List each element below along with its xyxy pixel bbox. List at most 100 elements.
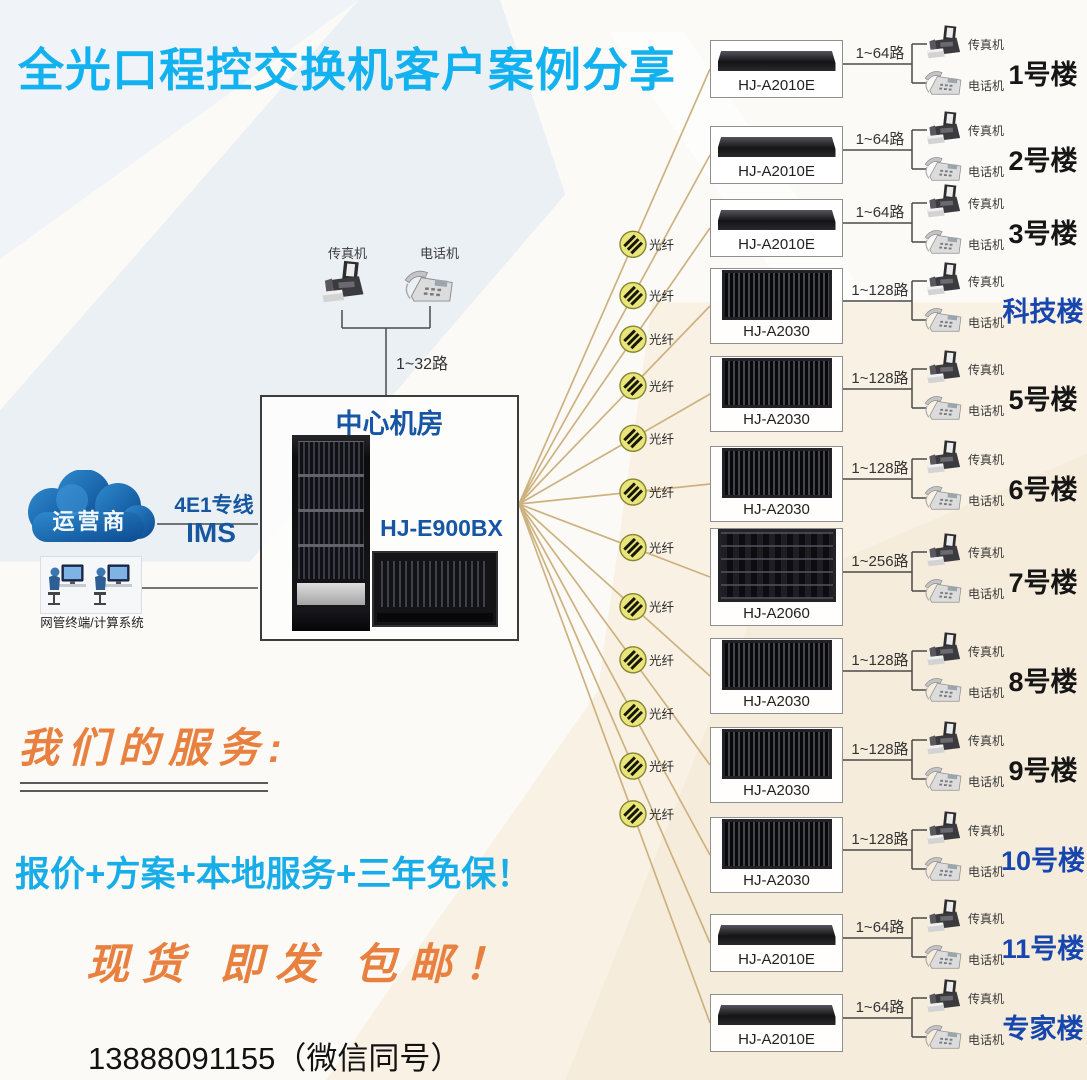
building-label: 11号楼 <box>1001 934 1085 964</box>
phone-icon <box>923 481 965 513</box>
device-box: HJ-A2010E <box>710 199 843 257</box>
fax-label: 传真机 <box>968 453 1005 467</box>
fax-label: 传真机 <box>968 824 1005 838</box>
pbx-device-image <box>717 137 836 157</box>
fiber-connector-icon: 光纤 <box>619 281 675 310</box>
device-model-label: HJ-A2030 <box>743 323 810 340</box>
building-label: 5号楼 <box>1008 385 1078 415</box>
fax-icon <box>922 262 964 298</box>
fiber-label: 光纤 <box>649 708 675 722</box>
terminal-label: 网管终端/计算系统 <box>40 616 144 630</box>
phone-icon <box>923 574 965 606</box>
device-box: HJ-A2010E <box>710 126 843 184</box>
fiber-label: 光纤 <box>649 601 675 615</box>
fiber-label: 光纤 <box>649 380 675 394</box>
fiber-label: 光纤 <box>649 290 675 304</box>
fiber-connector-icon: 光纤 <box>619 372 675 400</box>
building-row: HJ-A2030 1~128路 传真机 电话机 10号楼 <box>710 806 1087 904</box>
pbx-device-image <box>721 729 832 779</box>
fax-label: 传真机 <box>968 197 1005 211</box>
capacity-label: 1~256路 <box>851 553 909 570</box>
device-box: HJ-A2010E <box>710 40 843 98</box>
device-box: HJ-A2030 <box>710 446 843 522</box>
fax-label: 传真机 <box>968 992 1005 1006</box>
contact-phone: 13888091155（微信同号） <box>88 1041 462 1076</box>
capacity-label: 1~128路 <box>851 831 909 848</box>
building-row: HJ-A2030 1~128路 传真机 电话机 9号楼 <box>710 716 1087 814</box>
device-model-label: HJ-A2030 <box>743 693 810 710</box>
pbx-device-image <box>721 819 832 869</box>
fax-icon <box>922 979 964 1015</box>
fiber-connector-icon: 光纤 <box>619 325 675 353</box>
fiber-connector-icon: 光纤 <box>619 593 675 621</box>
building-label: 专家楼 <box>1002 1014 1084 1044</box>
building-row: HJ-A2060 1~256路 传真机 电话机 7号楼 <box>710 528 1087 626</box>
building-label: 7号楼 <box>1008 568 1078 598</box>
services-underline <box>20 782 268 792</box>
ims-label: IMS <box>186 517 236 548</box>
device-model-label: HJ-A2030 <box>743 782 810 799</box>
pbx-device-image <box>721 640 832 690</box>
fiber-label: 光纤 <box>649 333 675 347</box>
phone-label: 电话机 <box>968 238 1005 252</box>
building-label: 1号楼 <box>1008 60 1078 90</box>
device-model-label: HJ-A2010E <box>738 951 815 968</box>
phone-label: 电话机 <box>968 165 1005 179</box>
building-label: 10号楼 <box>1000 846 1086 876</box>
building-row: HJ-A2030 1~128路 传真机 电话机 科技楼 <box>710 257 1087 355</box>
fax-icon <box>922 25 964 61</box>
pbx-device-image <box>721 270 832 320</box>
capacity-label: 1~64路 <box>855 45 905 62</box>
center-capacity-label: 1~32路 <box>396 356 449 373</box>
phone-label: 电话机 <box>968 79 1005 93</box>
building-label: 9号楼 <box>1008 756 1078 786</box>
device-box: HJ-A2010E <box>710 994 843 1052</box>
building-label: 科技楼 <box>1002 297 1084 327</box>
building-label: 3号楼 <box>1008 219 1078 249</box>
fax-icon <box>922 440 964 476</box>
phone-icon <box>923 1020 965 1052</box>
building-row: HJ-A2010E 1~64路 传真机 电话机 专家楼 <box>710 974 1087 1072</box>
fax-label: 传真机 <box>968 363 1005 377</box>
fax-label: 传真机 <box>968 734 1005 748</box>
fax-label: 传真机 <box>968 546 1005 560</box>
workstation-icon <box>90 560 134 608</box>
fax-label: 传真机 <box>968 124 1005 138</box>
device-model-label: HJ-A2010E <box>738 236 815 253</box>
device-model-label: HJ-A2010E <box>738 77 815 94</box>
device-box: HJ-A2030 <box>710 727 843 803</box>
building-label: 2号楼 <box>1008 146 1078 176</box>
fax-icon <box>922 111 964 147</box>
fiber-label: 光纤 <box>649 760 675 774</box>
fax-icon <box>922 533 964 569</box>
capacity-label: 1~128路 <box>851 652 909 669</box>
building-row: HJ-A2030 1~128路 传真机 电话机 8号楼 <box>710 627 1087 725</box>
capacity-label: 1~64路 <box>855 131 905 148</box>
device-box: HJ-A2030 <box>710 356 843 432</box>
capacity-label: 1~128路 <box>851 282 909 299</box>
phone-icon <box>923 852 965 884</box>
fiber-label: 光纤 <box>649 238 675 252</box>
building-label: 6号楼 <box>1008 475 1078 505</box>
fax-label: 传真机 <box>968 275 1005 289</box>
fiber-label: 光纤 <box>649 654 675 668</box>
fax-label: 传真机 <box>968 912 1005 926</box>
fax-icon <box>922 632 964 668</box>
device-model-label: HJ-A2030 <box>743 501 810 518</box>
fiber-connector-icon: 光纤 <box>619 646 675 674</box>
device-model-label: HJ-A2010E <box>738 1031 815 1048</box>
phone-icon <box>923 762 965 794</box>
phone-icon <box>923 66 965 98</box>
building-row: HJ-A2010E 1~64路 传真机 电话机 1号楼 <box>710 20 1087 118</box>
4e1-line-label: 4E1专线 <box>174 494 254 517</box>
capacity-label: 1~64路 <box>855 999 905 1016</box>
phone-icon <box>402 264 458 306</box>
device-box: HJ-A2030 <box>710 817 843 893</box>
stock-line: 现货 即发 包邮！ <box>86 941 519 989</box>
pbx-device-image <box>717 210 836 230</box>
device-model-label: HJ-A2030 <box>743 872 810 889</box>
building-row: HJ-A2030 1~128路 传真机 电话机 5号楼 <box>710 345 1087 443</box>
capacity-label: 1~64路 <box>855 919 905 936</box>
fiber-label: 光纤 <box>649 432 675 446</box>
